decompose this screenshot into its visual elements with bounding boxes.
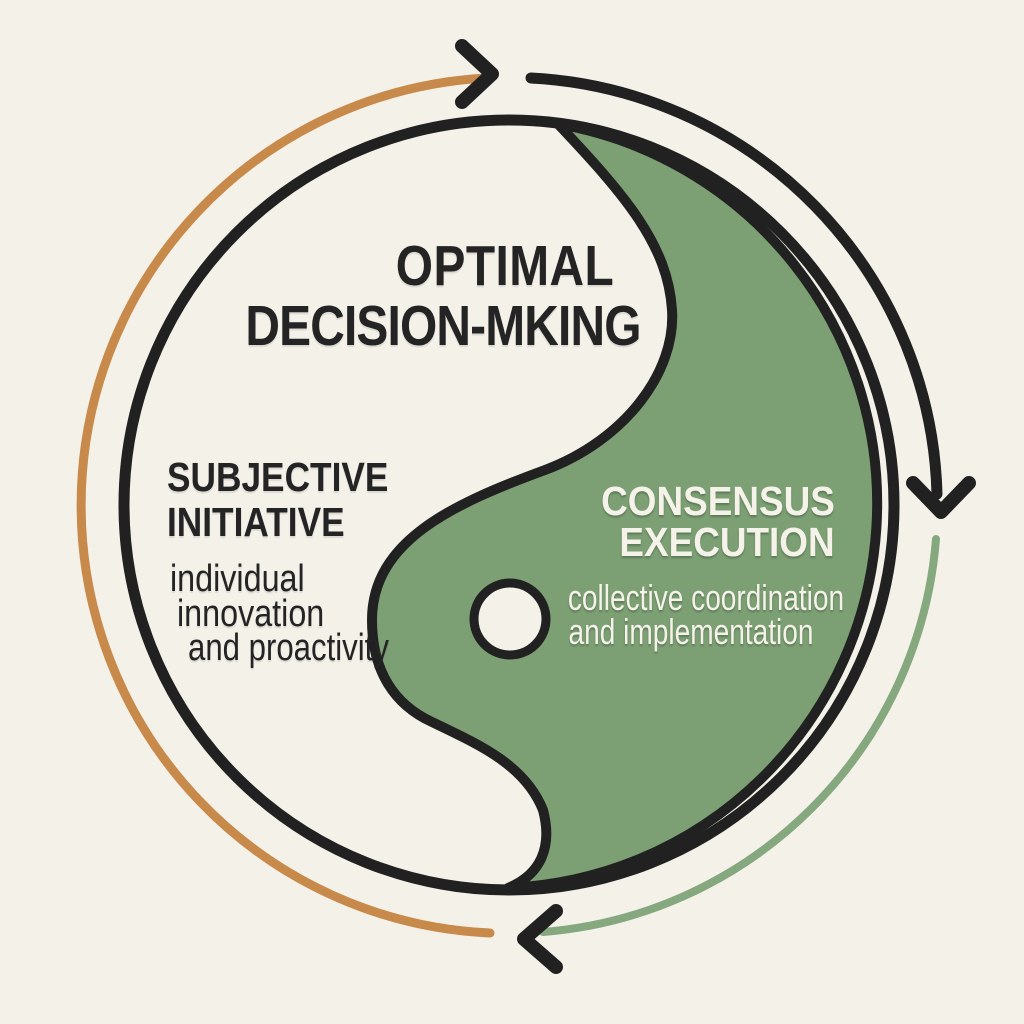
right-subtext-line2: and implementation [568, 611, 814, 652]
main-circle-outline [118, 114, 900, 896]
right-heading-line1: CONSENSUS [601, 478, 835, 524]
left-heading-line2: INITIATIVE [167, 499, 345, 545]
left-subtext-line2: innovation [177, 593, 325, 635]
left-heading-line1: SUBJECTIVE [167, 454, 389, 500]
outer-cycle-arc-black-top [525, 72, 943, 500]
arrowhead-right-icon [906, 476, 976, 519]
right-heading-line2: EXECUTION [619, 519, 835, 565]
outer-cycle-arc-green [539, 535, 940, 936]
yin-yang-small-circle [469, 578, 551, 660]
left-subtext-line3: and proactivity [188, 627, 389, 669]
diagram-title-line1: OPTIMAL [395, 234, 615, 298]
outer-cycle-arc-orange [76, 73, 495, 938]
diagram-title-line2: DECISION-MKING [245, 294, 641, 358]
arrowhead-bottom-icon [517, 904, 563, 974]
right-subtext-line1: collective coordination [567, 577, 845, 618]
yin-yang-green-region [367, 119, 883, 893]
arrowhead-top-icon [455, 39, 499, 109]
left-subtext-line1: individual [170, 558, 305, 600]
